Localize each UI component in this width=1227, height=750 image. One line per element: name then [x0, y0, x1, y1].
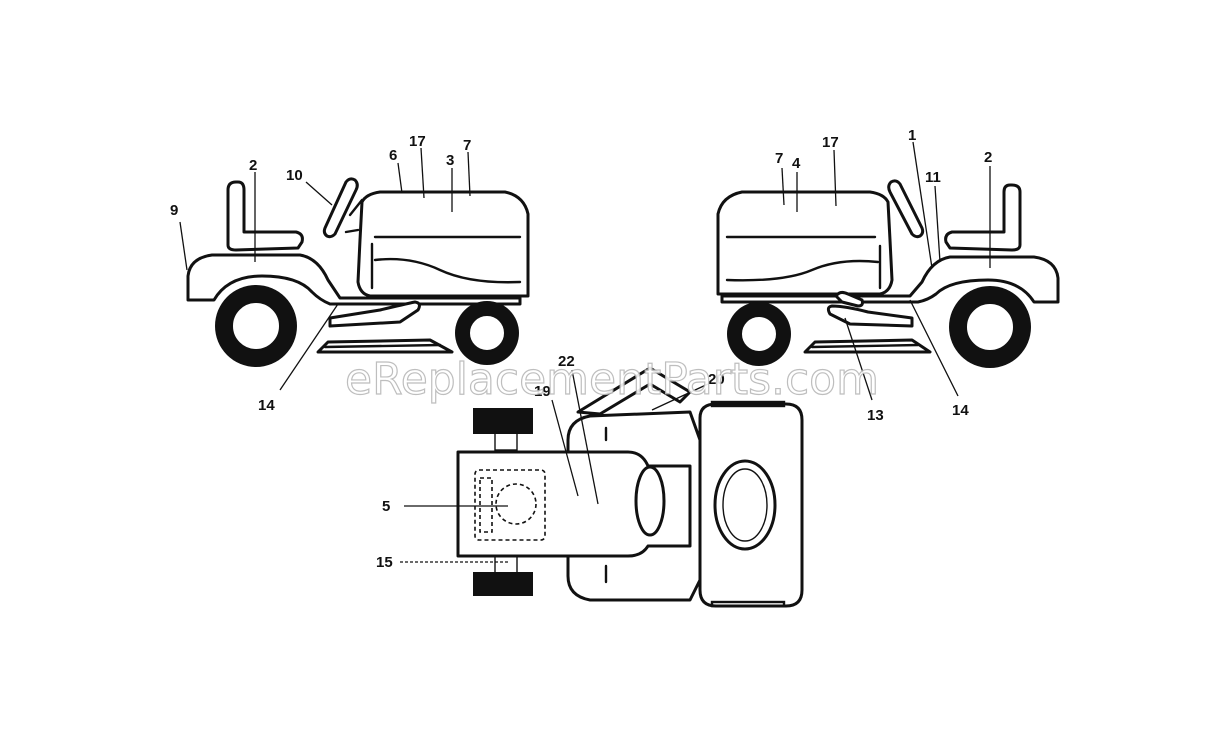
- tractor-top-view: [456, 366, 804, 608]
- callout-10-left: 10: [286, 167, 303, 184]
- callout-22-top: 22: [558, 353, 575, 370]
- steering-column-left: [344, 198, 364, 234]
- rear-fender-right: [720, 255, 1060, 304]
- hood-emblem-top: [713, 459, 777, 551]
- leader-lines: [179, 141, 991, 563]
- callout-2-right: 2: [984, 149, 992, 166]
- rear-tire-top-lower: [473, 572, 533, 596]
- callout-14-right: 14: [952, 402, 969, 419]
- seat-right: [944, 183, 1022, 252]
- rear-tire-top-upper: [473, 408, 533, 434]
- footrest-left: [328, 300, 421, 328]
- callout-3-left: 3: [446, 152, 454, 169]
- steering-wheel-left: [322, 177, 359, 239]
- callout-5-top: 5: [382, 498, 390, 515]
- steering-wheel-top: [576, 366, 692, 416]
- callout-20-top: 20: [708, 371, 725, 388]
- watermark-text: eReplacementParts.com: [345, 354, 879, 405]
- hood-right: [716, 190, 894, 296]
- rear-body-top: [456, 450, 692, 558]
- callout-17-left: 17: [409, 133, 426, 150]
- callout-13-right: 13: [867, 407, 884, 424]
- callout-11-right: 11: [925, 169, 941, 186]
- callout-7-left: 7: [463, 137, 471, 154]
- callout-15-top: 15: [376, 554, 393, 571]
- callout-1-right: 1: [908, 127, 916, 144]
- footrest-right: [826, 304, 914, 328]
- tractor-left-side-view: [186, 177, 530, 367]
- callout-labels: 9 2 10 6 17 3 7 14 7 4 17 1 11 2 13 14 2…: [170, 127, 992, 571]
- callout-19-top: 19: [534, 383, 551, 400]
- callout-4-right: 4: [792, 155, 801, 172]
- callout-17-right: 17: [822, 134, 839, 151]
- tractor-right-side-view: [716, 179, 1060, 368]
- callout-14-left: 14: [258, 397, 275, 414]
- seat-left: [226, 180, 304, 252]
- callout-9-left: 9: [170, 202, 178, 219]
- steering-wheel-right: [887, 179, 925, 239]
- callout-2-left: 2: [249, 157, 257, 174]
- callout-6-left: 6: [389, 147, 397, 164]
- callout-7-right: 7: [775, 150, 783, 167]
- seat-top-dashed: [474, 469, 546, 541]
- rear-fender-left: [186, 253, 522, 306]
- hood-left: [356, 190, 530, 298]
